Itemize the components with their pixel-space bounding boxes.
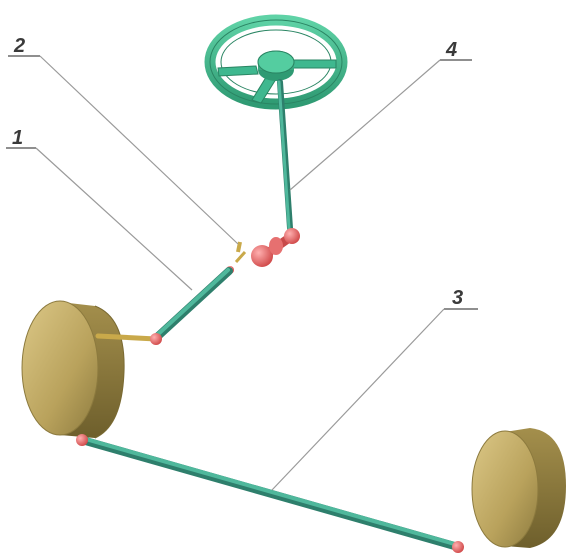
steering-gear-icon [251, 228, 300, 267]
callout-1: 1 [6, 127, 193, 291]
drag-link [152, 267, 233, 342]
wheel-icon [21, 300, 125, 439]
callout-2: 2 [8, 35, 239, 245]
callout-label-1: 1 [12, 127, 23, 149]
tie-rod [76, 434, 464, 553]
knuckle-arm [95, 333, 162, 345]
callout-label-2: 2 [13, 35, 25, 57]
steering-wheel-icon [204, 14, 348, 110]
callout-label-3: 3 [452, 287, 463, 309]
steering-column [277, 79, 293, 231]
callout-3: 3 [271, 287, 478, 491]
callout-label-4: 4 [445, 39, 457, 61]
wheel-icon [471, 428, 566, 548]
callout-4: 4 [289, 39, 472, 191]
